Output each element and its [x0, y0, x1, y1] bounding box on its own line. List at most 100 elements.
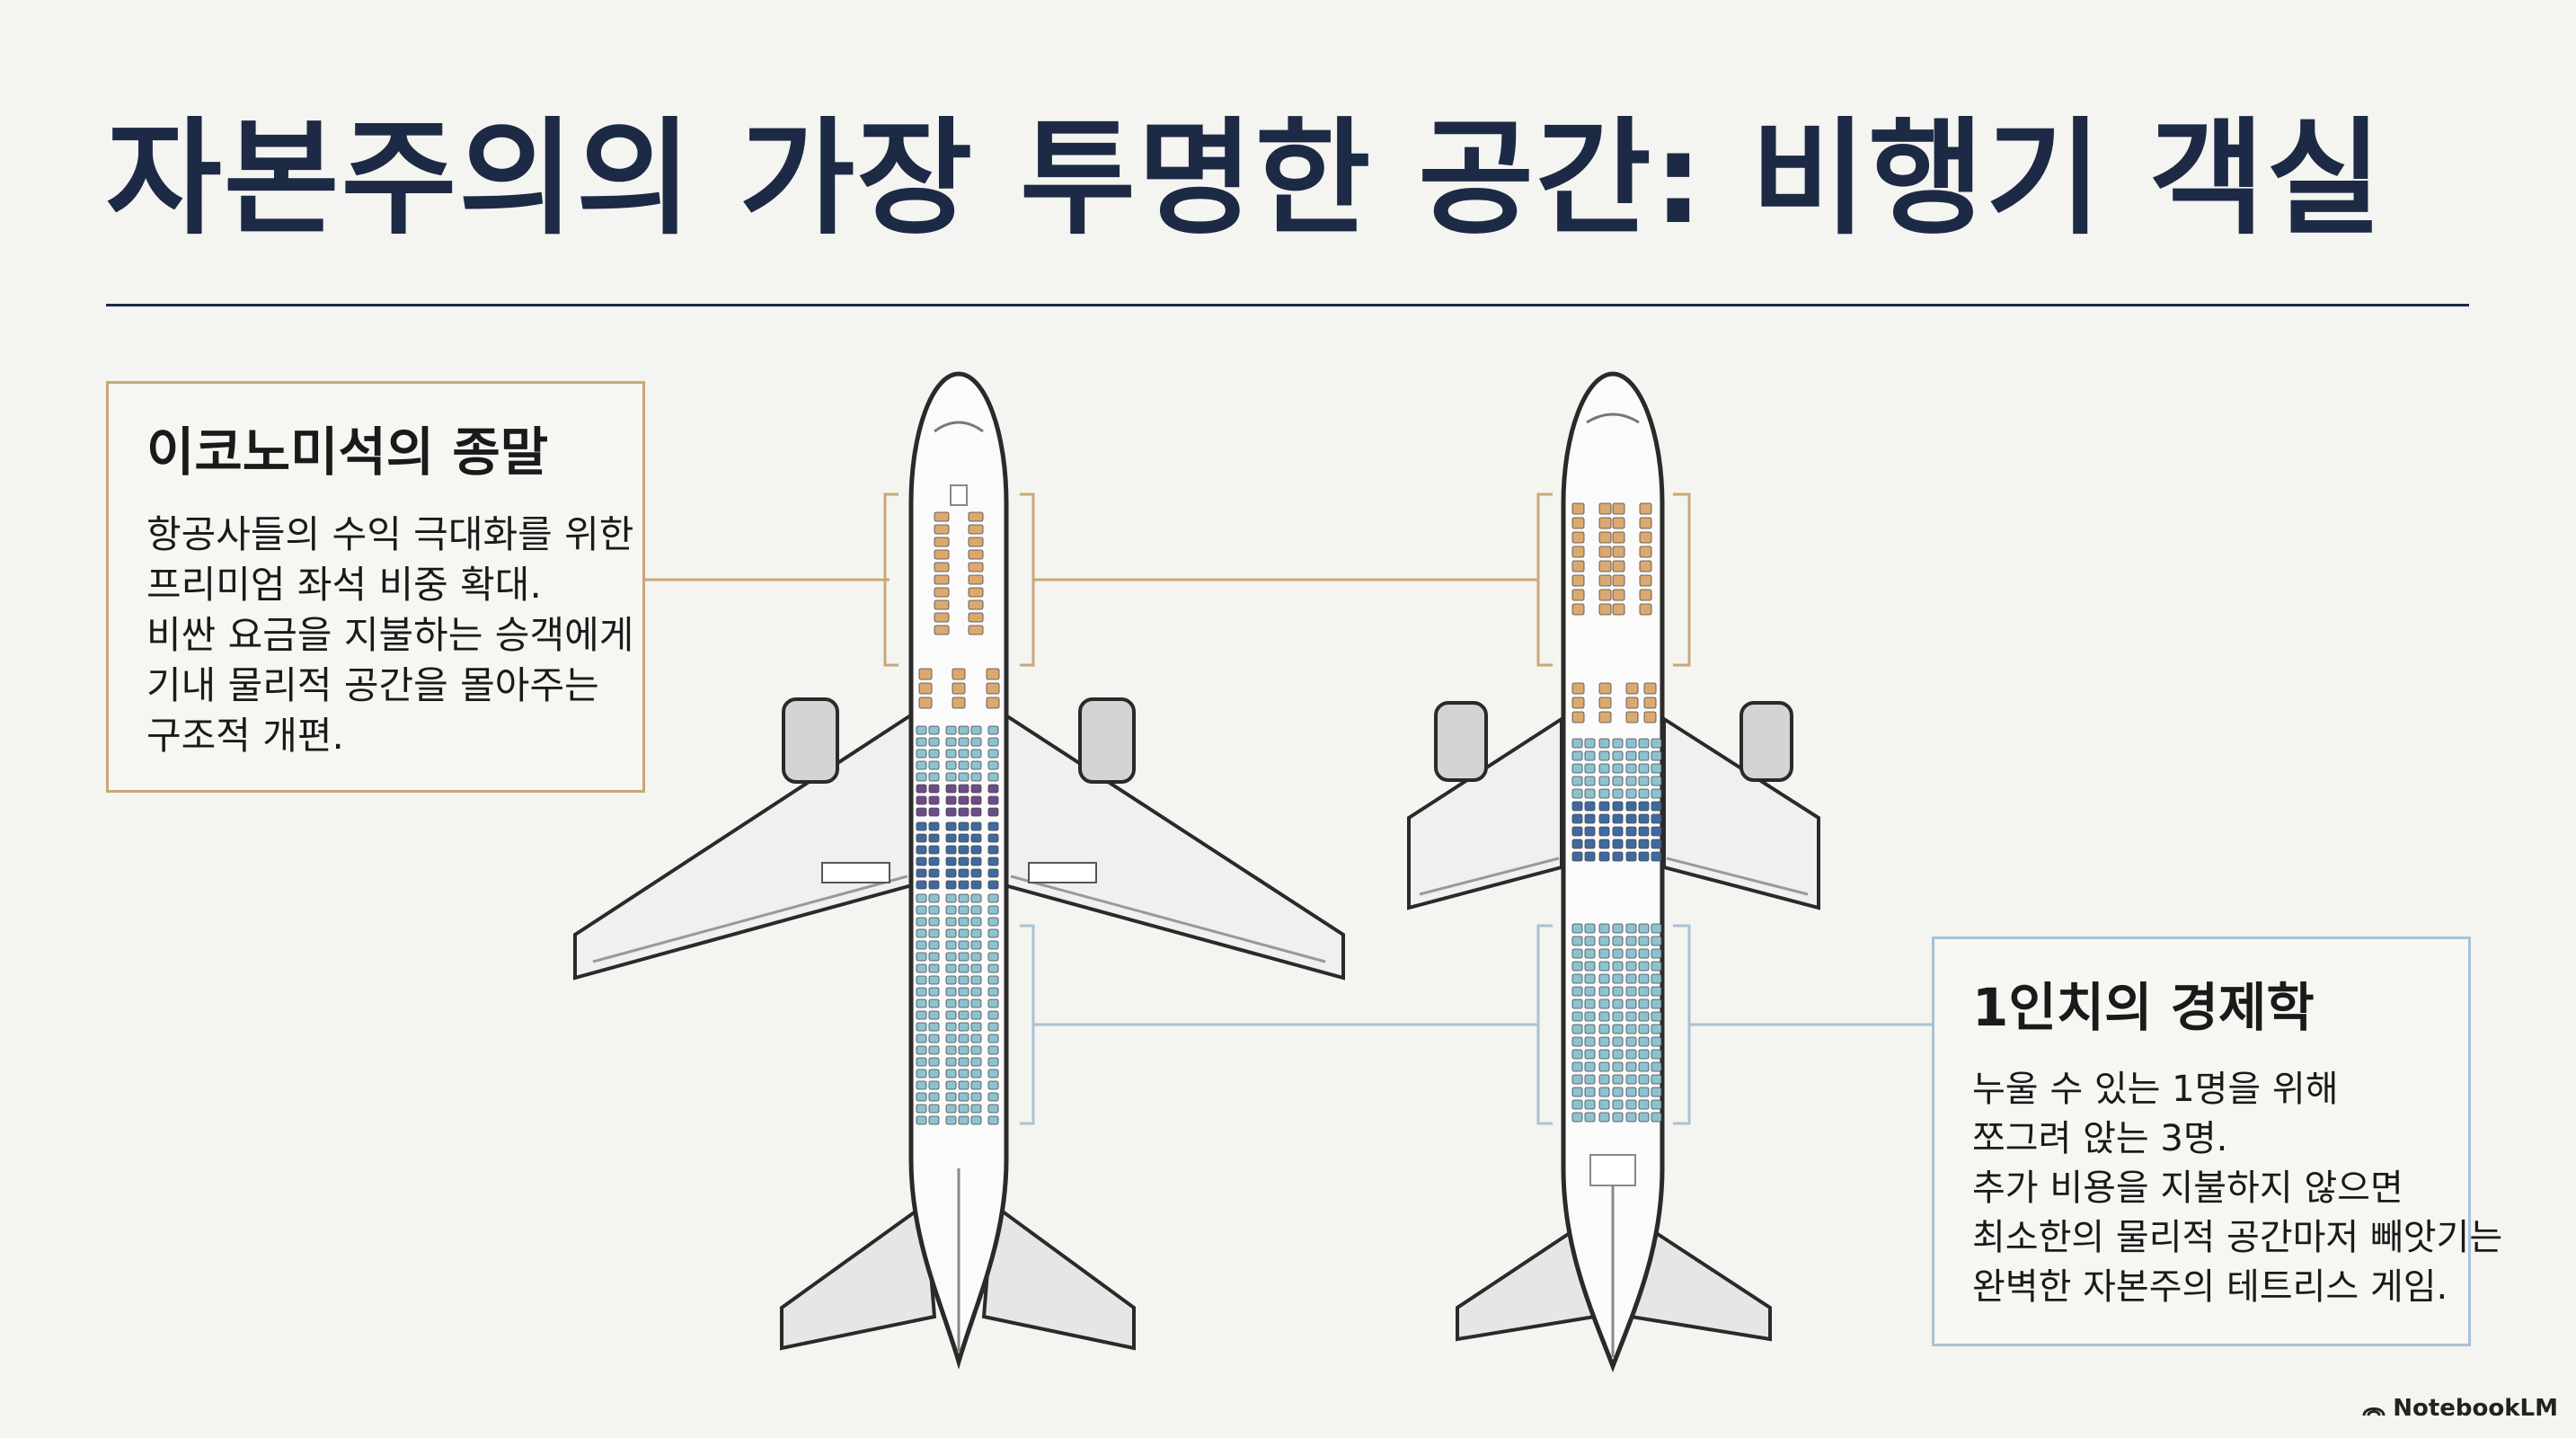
seat [987, 928, 999, 938]
seat [1638, 1074, 1650, 1085]
inch-economics-heading: 1인치의 경제학 [1972, 977, 2315, 1038]
seat [934, 562, 950, 573]
seat [1612, 1036, 1624, 1047]
seat [916, 1057, 927, 1067]
seat [1584, 973, 1596, 984]
seat [958, 880, 969, 890]
seat [928, 1080, 940, 1090]
seat [970, 857, 982, 866]
seat [1651, 788, 1662, 799]
seat [1612, 603, 1625, 616]
seat [987, 807, 999, 817]
seat [1584, 986, 1596, 997]
seat [1612, 986, 1624, 997]
seat [958, 845, 969, 855]
seat [918, 697, 933, 709]
seat [1571, 1024, 1583, 1034]
seat [970, 940, 982, 950]
seat [1638, 948, 1650, 959]
seat [1643, 697, 1657, 709]
seat [928, 749, 940, 759]
seat [1571, 801, 1583, 812]
seat [1584, 813, 1596, 824]
seat [1625, 776, 1637, 786]
seat [1598, 711, 1612, 723]
seat [970, 1045, 982, 1055]
seat [934, 612, 950, 623]
seat [916, 952, 927, 962]
seat [970, 987, 982, 997]
seat [987, 940, 999, 950]
seat [970, 917, 982, 927]
seat [958, 725, 969, 735]
seat [1584, 1011, 1596, 1022]
seat [1612, 999, 1624, 1009]
seat [958, 1092, 969, 1102]
seat [968, 612, 984, 623]
seat [1571, 973, 1583, 984]
seat [987, 963, 999, 973]
seat [1625, 697, 1639, 709]
seat [1638, 763, 1650, 774]
seat [1598, 999, 1610, 1009]
seat [1625, 948, 1637, 959]
seat [916, 1022, 927, 1032]
seat [968, 625, 984, 635]
seat [970, 1057, 982, 1067]
seat [958, 857, 969, 866]
seat [1638, 961, 1650, 972]
seat [1612, 948, 1624, 959]
seat [1571, 961, 1583, 972]
seat [1638, 1061, 1650, 1072]
seat [1612, 1087, 1624, 1097]
seat [1598, 1061, 1610, 1072]
seat [928, 833, 940, 843]
seat [1651, 801, 1662, 812]
seat [928, 928, 940, 938]
seat [928, 1045, 940, 1055]
seat [945, 905, 957, 915]
seat [1625, 1011, 1637, 1022]
seat [1651, 750, 1662, 761]
seat [1651, 1074, 1662, 1085]
inch-economics-body: 누울 수 있는 1명을 위해 쪼그려 앉는 3명. 추가 비용을 지불하지 않으… [1972, 1069, 2503, 1308]
notebooklm-icon [2362, 1407, 2386, 1416]
seat [1639, 531, 1652, 544]
seat [916, 940, 927, 950]
seat [958, 987, 969, 997]
seat [1598, 502, 1612, 515]
seat [945, 928, 957, 938]
seat [986, 697, 1000, 709]
seat [1638, 1011, 1650, 1022]
seat [1571, 999, 1583, 1009]
seat [970, 1080, 982, 1090]
seat [958, 975, 969, 985]
seat [952, 682, 966, 695]
seat [1584, 999, 1596, 1009]
seat [987, 1010, 999, 1020]
seat [1571, 603, 1585, 616]
seat [934, 511, 950, 522]
seat [1571, 763, 1583, 774]
seat [928, 868, 940, 878]
seat [928, 737, 940, 747]
seat [1612, 923, 1624, 934]
seat [1625, 788, 1637, 799]
seat [1638, 1024, 1650, 1034]
seat [1571, 1049, 1583, 1060]
seat [1598, 1049, 1610, 1060]
seat [987, 893, 999, 903]
seat [928, 821, 940, 831]
seat [970, 928, 982, 938]
seat [916, 893, 927, 903]
seat [1598, 923, 1610, 934]
seat [1612, 763, 1624, 774]
seat [1625, 750, 1637, 761]
seat [987, 833, 999, 843]
seat [1584, 1049, 1596, 1060]
seat [928, 987, 940, 997]
seat [916, 975, 927, 985]
aircraft-right [1407, 371, 1820, 1372]
seat [1598, 1112, 1610, 1123]
seat [987, 1080, 999, 1090]
